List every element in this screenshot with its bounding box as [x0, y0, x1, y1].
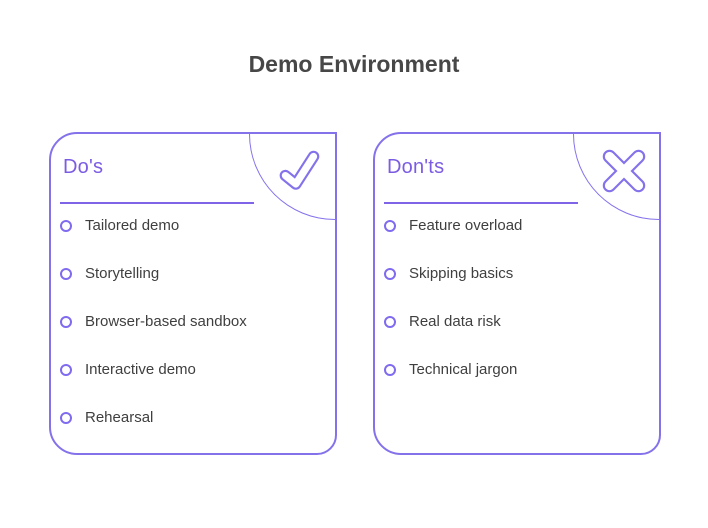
list-item: Interactive demo [60, 346, 326, 394]
circle-bullet-icon [60, 316, 72, 328]
cross-icon [602, 149, 646, 193]
dos-card: Do's Tailored demo Storytelling Browser-… [49, 132, 337, 455]
list-item-label: Skipping basics [409, 265, 514, 282]
list-item-label: Storytelling [85, 265, 160, 282]
circle-bullet-icon [384, 220, 396, 232]
dos-list: Tailored demo Storytelling Browser-based… [60, 202, 326, 442]
list-item: Tailored demo [60, 202, 326, 250]
list-item: Skipping basics [384, 250, 650, 298]
list-item: Technical jargon [384, 346, 650, 394]
heading-underline [384, 202, 578, 204]
circle-bullet-icon [384, 268, 396, 280]
list-item-label: Feature overload [409, 217, 523, 234]
list-item: Rehearsal [60, 394, 326, 442]
list-item-label: Technical jargon [409, 361, 518, 378]
list-item-label: Real data risk [409, 313, 501, 330]
circle-bullet-icon [60, 364, 72, 376]
circle-bullet-icon [60, 220, 72, 232]
list-item: Feature overload [384, 202, 650, 250]
list-item-label: Rehearsal [85, 409, 154, 426]
page-title: Demo Environment [248, 51, 460, 77]
list-item-label: Tailored demo [85, 217, 180, 234]
donts-card: Don'ts Feature overload Skipping basics … [373, 132, 661, 455]
list-item-label: Browser-based sandbox [85, 313, 247, 330]
list-item: Real data risk [384, 298, 650, 346]
circle-bullet-icon [384, 364, 396, 376]
list-item: Storytelling [60, 250, 326, 298]
circle-bullet-icon [60, 268, 72, 280]
circle-bullet-icon [384, 316, 396, 328]
list-item: Browser-based sandbox [60, 298, 326, 346]
circle-bullet-icon [60, 412, 72, 424]
dos-heading: Do's [63, 156, 104, 178]
donts-list: Feature overload Skipping basics Real da… [384, 202, 650, 394]
heading-underline [60, 202, 254, 204]
donts-heading: Don'ts [387, 156, 445, 178]
check-icon [279, 150, 320, 190]
list-item-label: Interactive demo [85, 361, 196, 378]
